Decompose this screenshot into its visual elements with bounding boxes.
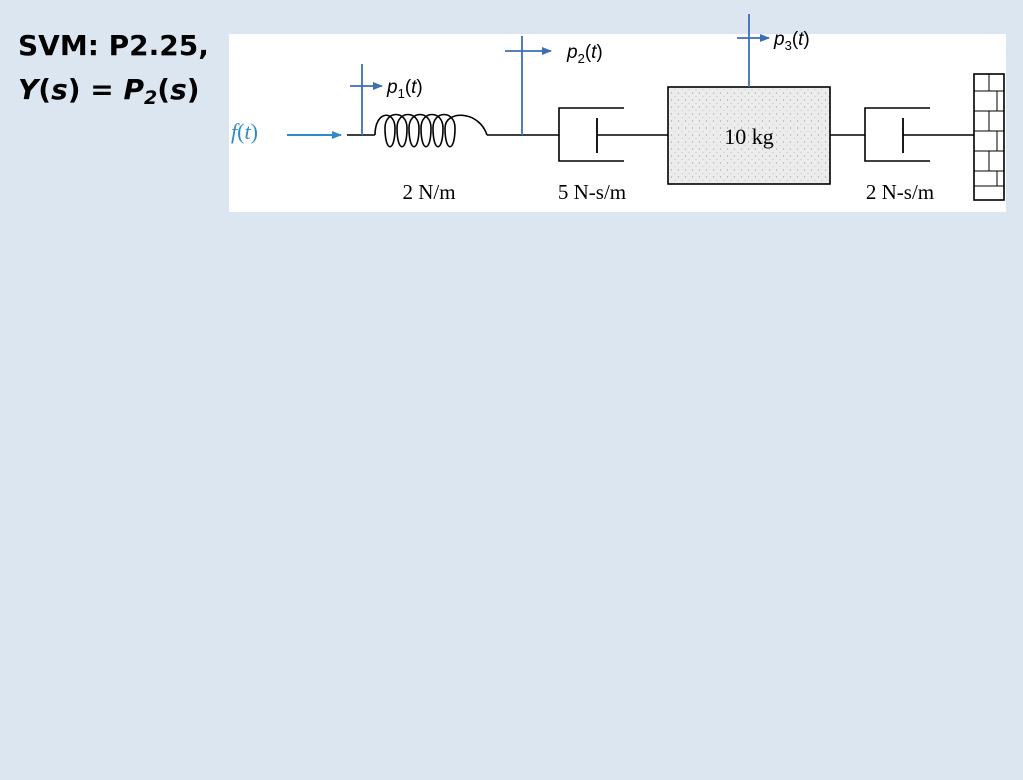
diagram-canvas: f(t) 2 N/m 5 N-s/m 10 kg 2 N-s/m: [231, 14, 1005, 204]
title-line-2: Y(s) = P2(s): [18, 73, 200, 109]
damper-1-cylinder: [558, 107, 624, 162]
subscript-2: 2: [144, 87, 158, 109]
slide-title: SVM: P2.25, Y(s) = P2(s): [18, 24, 209, 112]
damper-1-label: 5 N-s/m: [558, 180, 626, 204]
p1-label: p1(t): [386, 77, 423, 101]
spring-label: 2 N/m: [402, 180, 455, 204]
mass-label: 10 kg: [724, 124, 774, 149]
mechanical-system-diagram: f(t) 2 N/m 5 N-s/m 10 kg 2 N-s/m: [229, 14, 1006, 212]
laplace-symbol-p: P: [123, 73, 145, 106]
damper-2-cylinder: [864, 107, 930, 162]
damper-2-label: 2 N-s/m: [866, 180, 934, 204]
p3-label: p3(t): [773, 29, 810, 53]
title-line-1: SVM: P2.25,: [18, 29, 209, 62]
fixed-wall: [973, 73, 1005, 201]
equals-sign: ) =: [67, 73, 124, 106]
laplace-variable-s-2: s: [170, 73, 187, 106]
force-label: f(t): [231, 119, 258, 144]
spring: [374, 113, 488, 148]
p2-label: p2(t): [566, 42, 603, 66]
laplace-variable-s: s: [51, 73, 68, 106]
mass-block: [667, 86, 831, 185]
output-symbol-y: Y: [18, 73, 39, 106]
